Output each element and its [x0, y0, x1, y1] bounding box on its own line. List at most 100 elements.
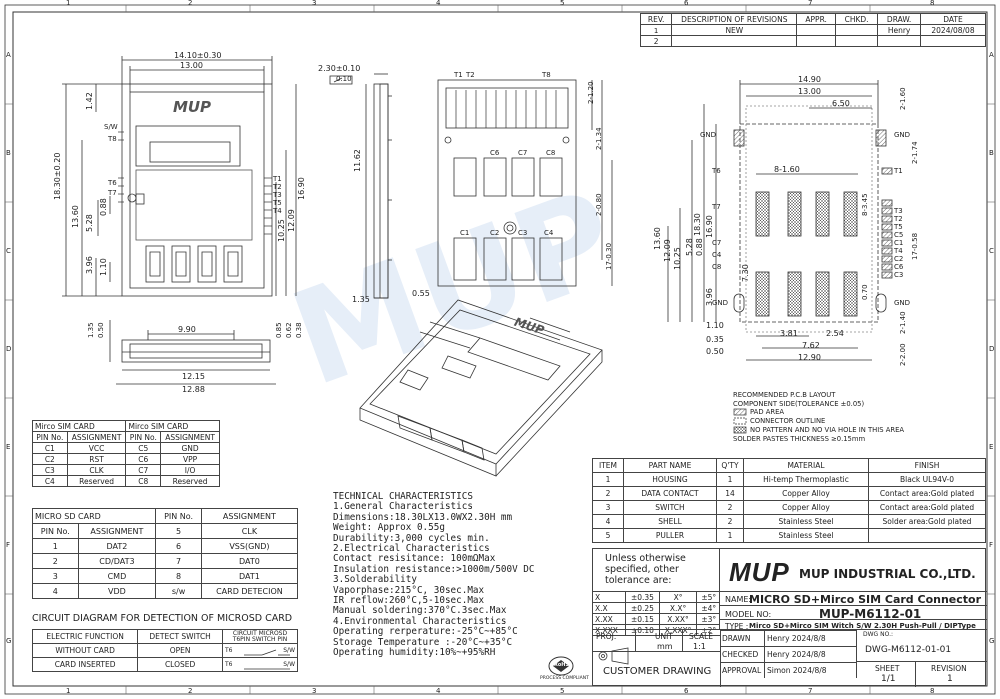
tech-line: 1.General Characteristics: [333, 501, 473, 513]
pcb-legend-swatches: [733, 408, 747, 434]
product-name: MICRO SD+Mirco SIM Card Connector: [749, 593, 982, 606]
grid-row-c-right: C: [989, 247, 994, 255]
grid-row-b-right: B: [989, 149, 994, 157]
tech-line: Contact resisitance: 100mΩMax: [333, 553, 496, 565]
dim-3-96: 3.96: [85, 256, 94, 274]
iso-view: [359, 299, 603, 477]
dim-pcb-12-90: 12.90: [798, 353, 821, 362]
sd-cell: VSS(GND): [200, 538, 299, 554]
label-c4: C4: [544, 229, 554, 237]
table-row: C3 CLK C7 I/O: [32, 464, 220, 476]
label-pcb-gnd-left: GND: [700, 131, 717, 139]
divider: [635, 629, 636, 651]
tolerance-note: Unless otherwise specified, other tolera…: [605, 553, 686, 586]
grid-row-f-right: F: [989, 541, 994, 549]
revision-table: REV. DESCRIPTION OF REVISIONS APPR. CHKD…: [639, 13, 986, 47]
approval-value: Simon 2024/8/8: [764, 662, 857, 678]
tech-line: Operating humidity:10%~+95%RH: [333, 647, 496, 659]
rev-number: 1: [639, 24, 673, 36]
switch-pin-t6: T6: [225, 661, 233, 668]
sheet-label: SHEET: [875, 664, 900, 673]
bom-cell: Solder area:Gold plated: [868, 514, 986, 529]
dim-width: 13.00: [180, 61, 203, 70]
dim-10-25: 10.25: [277, 219, 286, 242]
bom-cell: DATA CONTACT: [623, 486, 717, 501]
sd-header: PIN No.: [155, 508, 202, 524]
dim-pcb-8-3-45: 8-3.45: [861, 193, 869, 216]
table-row: 1 HOUSING 1 Hi-temp Thermoplastic Black …: [592, 472, 986, 487]
sd-cell: 7: [155, 553, 202, 569]
tol-cell: ±0.10: [625, 624, 660, 636]
dim-1-35-side: 1.35: [352, 295, 370, 304]
divider: [857, 661, 987, 662]
grid-row-c: C: [6, 247, 11, 255]
bom-header: MATERIAL: [743, 458, 869, 473]
rev-header: REV.: [639, 13, 673, 25]
sim-card-table: Mirco SIM CARD Mirco SIM CARD PIN No. AS…: [31, 420, 220, 487]
dim-width-tol: 14.10±0.30: [174, 51, 222, 60]
sim-cell: I/O: [160, 464, 220, 476]
dim-16-90: 16.90: [297, 177, 306, 200]
label-pcb-gnd-bl: GND: [712, 299, 729, 307]
tech-line: Insulation resistance:>1000m/500V DC: [333, 563, 535, 575]
tol-cell: ±2°: [696, 624, 720, 636]
bom-cell: Copper Alloy: [743, 486, 869, 501]
rev-appr: [796, 24, 836, 36]
dim-5-28: 5.28: [85, 214, 94, 232]
label-pcb-gnd-right: GND: [894, 131, 911, 139]
tech-line: IR reflow:260°C,5-10sec.Max: [333, 595, 485, 607]
tech-line: Vaporphase:215°C, 30sec.Max: [333, 584, 485, 596]
dim-pcb-0-35: 0.35: [706, 335, 724, 344]
bom-cell: Hi-temp Thermoplastic: [743, 472, 869, 487]
label-sw: S/W: [104, 123, 118, 131]
label-pcb-c1: C1: [894, 239, 904, 247]
pcb-legend-pad: PAD AREA: [750, 408, 785, 416]
rear-view: [437, 79, 613, 287]
dim-pcb-2-1-60: 2-1.60: [899, 87, 907, 110]
bom-cell: 1: [716, 472, 744, 487]
label-pcb-c2: C2: [894, 255, 904, 263]
outer-frame: [4, 4, 996, 695]
bom-cell: 3: [592, 500, 624, 515]
watermark: MUP: [273, 160, 635, 416]
label-pcb-t2: T2: [894, 215, 903, 223]
bom-cell: 1: [592, 472, 624, 487]
table-row: C2 RST C6 VPP: [32, 453, 220, 465]
bom-header: Q'TY: [716, 458, 744, 473]
dim-pcb-5-28: 5.28: [685, 238, 694, 256]
label-pcb-c3: C3: [894, 271, 904, 279]
circuit-cell: CARD INSERTED: [31, 657, 139, 672]
label-pcb-t3: T3: [894, 207, 903, 215]
bom-cell: Black UL94V-0: [868, 472, 986, 487]
table-row: 3 CMD 8 DAT1: [32, 568, 299, 584]
sim-cell: CLK: [66, 464, 127, 476]
tol-cell: X: [593, 591, 627, 603]
view-logo: MUP: [173, 98, 211, 116]
company-name: MUP INDUSTRIAL CO.,LTD.: [799, 567, 976, 581]
rev-desc: [671, 35, 798, 47]
dim-pcb-18-30: 18.30: [693, 213, 702, 236]
dim-pcb-13-00: 13.00: [798, 87, 821, 96]
label-pcb-t6: T6: [712, 167, 721, 175]
dim-pcb-13-60: 13.60: [653, 227, 662, 250]
bom-cell: SHELL: [623, 514, 717, 529]
divider: [720, 619, 987, 620]
tech-line: Dimensions:18.30LX13.0WX2.30H mm: [333, 511, 513, 523]
drawn-label: DRAWN: [720, 630, 765, 647]
sd-cell: DAT0: [200, 553, 299, 569]
circuit-cell: OPEN: [137, 643, 223, 658]
revision-label: REVISION: [931, 664, 967, 673]
tol-cell: ±5°: [696, 591, 720, 603]
dim-pcb-0-88: 0.88: [695, 238, 704, 256]
table-row: 4 SHELL 2 Stainless Steel Solder area:Go…: [592, 514, 986, 529]
scale-label: SCALE: [689, 632, 714, 641]
switch-pin-sw: S/W: [283, 647, 295, 654]
tol-cell: X.X°: [658, 602, 698, 614]
grid-col-3: 3: [312, 0, 317, 7]
label-t5: T5: [273, 199, 282, 207]
table-row: 2 DATA CONTACT 14 Copper Alloy Contact a…: [592, 486, 986, 501]
